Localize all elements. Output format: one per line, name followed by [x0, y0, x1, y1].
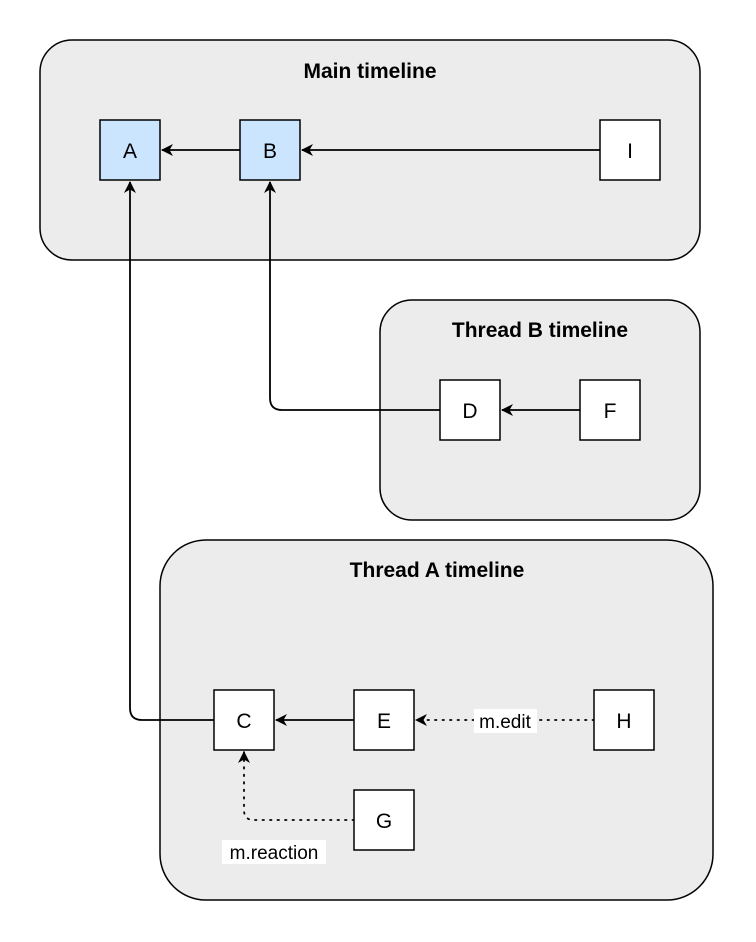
node-d: D — [439, 379, 501, 441]
node-h: H — [593, 689, 655, 751]
node-label: B — [263, 140, 277, 163]
node-e: E — [353, 689, 415, 751]
edge-label-text: m.edit — [479, 712, 531, 733]
edge-label-text: m.reaction — [230, 843, 319, 864]
main-timeline-title: Main timeline — [303, 60, 436, 83]
node-label: D — [462, 400, 477, 423]
node-label: F — [604, 400, 617, 423]
node-a: A — [99, 119, 161, 181]
node-label: G — [376, 810, 392, 833]
node-g: G — [353, 789, 415, 851]
edge-c-to-a — [124, 181, 214, 721]
thread-a-timeline-title: Thread A timeline — [350, 559, 525, 582]
node-c: C — [213, 689, 275, 751]
edge-d-to-b — [264, 181, 440, 411]
node-label: H — [616, 710, 631, 733]
node-b: B — [239, 119, 301, 181]
edge-label-m-reaction: m.reaction — [222, 840, 326, 864]
node-f: F — [579, 379, 641, 441]
node-label: A — [123, 140, 137, 163]
node-label: E — [377, 710, 391, 733]
thread-b-timeline-title: Thread B timeline — [452, 319, 628, 342]
node-i: I — [599, 119, 661, 181]
node-label: I — [627, 140, 633, 163]
node-label: C — [236, 710, 251, 733]
edges — [124, 144, 600, 821]
edge-label-m-edit: m.edit — [474, 709, 537, 733]
